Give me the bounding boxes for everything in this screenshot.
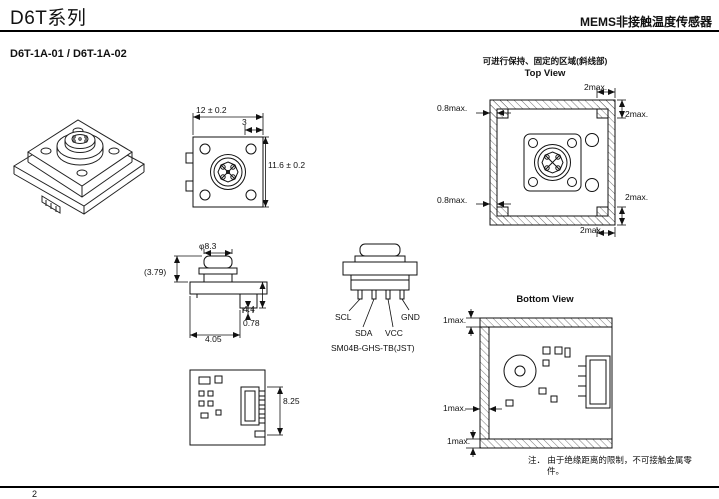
model-numbers: D6T-1A-01 / D6T-1A-02 (10, 48, 127, 60)
connector-view-drawing (342, 243, 418, 328)
pin-label-vcc: VCC (385, 328, 403, 338)
product-family-label: MEMS非接触温度传感器 (579, 15, 712, 29)
dim-2max-top: 2max. (584, 82, 608, 92)
lens-stack (56, 131, 104, 166)
connector-profile (342, 243, 418, 300)
side-view-dimension-lines (174, 249, 266, 338)
hatched-clearance-area (480, 318, 612, 448)
dim-08max-left-top: 0.8max. (437, 103, 468, 113)
top-view-caption-en: Top View (524, 68, 566, 79)
dim-825: 8.25 (283, 396, 300, 406)
top-view-dimension-lines (476, 88, 626, 237)
bottom-view-outline (479, 317, 613, 449)
pcb-dimension-lines (267, 386, 283, 436)
dim-offset-3: 3 (242, 117, 247, 127)
top-view-outline (489, 99, 616, 226)
dim-405: 4.05 (205, 334, 222, 344)
pin-leader-lines (348, 298, 410, 328)
dim-1max-top: 1max. (443, 315, 467, 325)
dim-diameter-83: φ8.3 (199, 241, 217, 251)
connector-part-number: SM04B-GHS-TB(JST) (331, 343, 415, 353)
pcb-bottom-drawing (189, 369, 283, 446)
footer-rule (0, 486, 719, 488)
front-view-dimension-lines (192, 113, 269, 208)
front-view-drawing (185, 113, 269, 208)
isometric-view-drawing (13, 119, 145, 215)
footnote: 注． 由于绝缘距离的限制，不可接触金属零件。 (528, 455, 700, 477)
dim-1max-bottom: 1max. (447, 436, 471, 446)
dim-ref-379: (3.79) (144, 267, 167, 277)
dim-2max-bottom: 2max. (580, 225, 604, 235)
bottom-view-caption: Bottom View (516, 294, 574, 305)
pin-label-scl: SCL (335, 312, 352, 322)
bottom-view-dimension-lines (465, 309, 502, 457)
dim-2max-right-top: 2max. (625, 109, 649, 119)
header-rule (0, 30, 719, 32)
dim-44: 4.4 (243, 304, 255, 314)
top-view-drawing (476, 88, 626, 237)
pin-label-gnd: GND (401, 312, 420, 322)
footnote-label: 注． (528, 455, 546, 465)
dim-08max-left-bottom: 0.8max. (437, 195, 468, 205)
pin-label-sda: SDA (355, 328, 373, 338)
dim-width-12: 12 ± 0.2 (196, 105, 227, 115)
dim-078: 0.78 (243, 318, 260, 328)
dim-height-116: 11.6 ± 0.2 (268, 160, 306, 170)
package-outline (185, 136, 264, 208)
page-title: D6T系列 (10, 8, 87, 29)
top-view-caption-cn: 可进行保持、固定的区域(斜线部) (482, 56, 608, 66)
pcb-outline (189, 369, 266, 446)
bottom-view-drawing (465, 309, 613, 457)
side-view-drawing (174, 249, 268, 338)
side-profile (189, 255, 268, 313)
footnote-text: 由于绝缘距离的限制，不可接触金属零件。 (547, 455, 692, 476)
page-number: 2 (32, 489, 38, 499)
dim-2max-right-bottom: 2max. (625, 192, 649, 202)
dim-1max-left: 1max. (443, 403, 467, 413)
